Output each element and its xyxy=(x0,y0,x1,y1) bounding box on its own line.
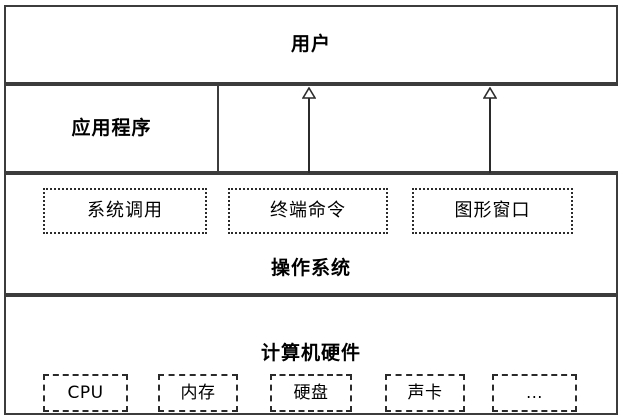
hardware-component-hard-disk[interactable] xyxy=(270,374,352,412)
arrowhead-up xyxy=(301,84,317,99)
hardware-component-ellipsis[interactable] xyxy=(492,374,577,412)
application-row-divider xyxy=(217,84,219,173)
layer-application-open-region xyxy=(217,84,618,173)
hardware-component-sound-card-label: 声卡 xyxy=(407,382,443,403)
os-interface-terminal-command[interactable] xyxy=(228,188,388,234)
hardware-component-ellipsis-label: ... xyxy=(526,383,543,402)
os-interface-graphical-window-label: 图形窗口 xyxy=(454,200,531,221)
hardware-component-cpu[interactable] xyxy=(43,374,128,412)
hardware-component-memory-label: 内存 xyxy=(180,382,216,403)
os-interface-system-call[interactable] xyxy=(43,188,207,234)
os-interface-terminal-command-label: 终端命令 xyxy=(270,200,346,221)
layer-application-label: 应用程序 xyxy=(71,117,152,139)
hardware-component-cpu-label: CPU xyxy=(67,382,104,403)
arrowhead-up xyxy=(482,84,498,99)
layer-user-box[interactable] xyxy=(4,5,618,84)
os-interface-graphical-window[interactable] xyxy=(412,188,573,234)
hardware-component-memory[interactable] xyxy=(158,374,238,412)
layer-user-label: 用户 xyxy=(290,33,331,55)
connector-shaft xyxy=(308,93,310,179)
connector-shaft xyxy=(489,93,491,179)
layer-application-box[interactable] xyxy=(4,84,219,173)
hardware-component-sound-card[interactable] xyxy=(385,374,465,412)
hardware-component-hard-disk-label: 硬盘 xyxy=(293,382,329,403)
os-interface-system-call-label: 系统调用 xyxy=(87,200,163,221)
layer-operating-system-label: 操作系统 xyxy=(270,256,351,279)
layer-computer-hardware-label: 计算机硬件 xyxy=(260,341,361,364)
